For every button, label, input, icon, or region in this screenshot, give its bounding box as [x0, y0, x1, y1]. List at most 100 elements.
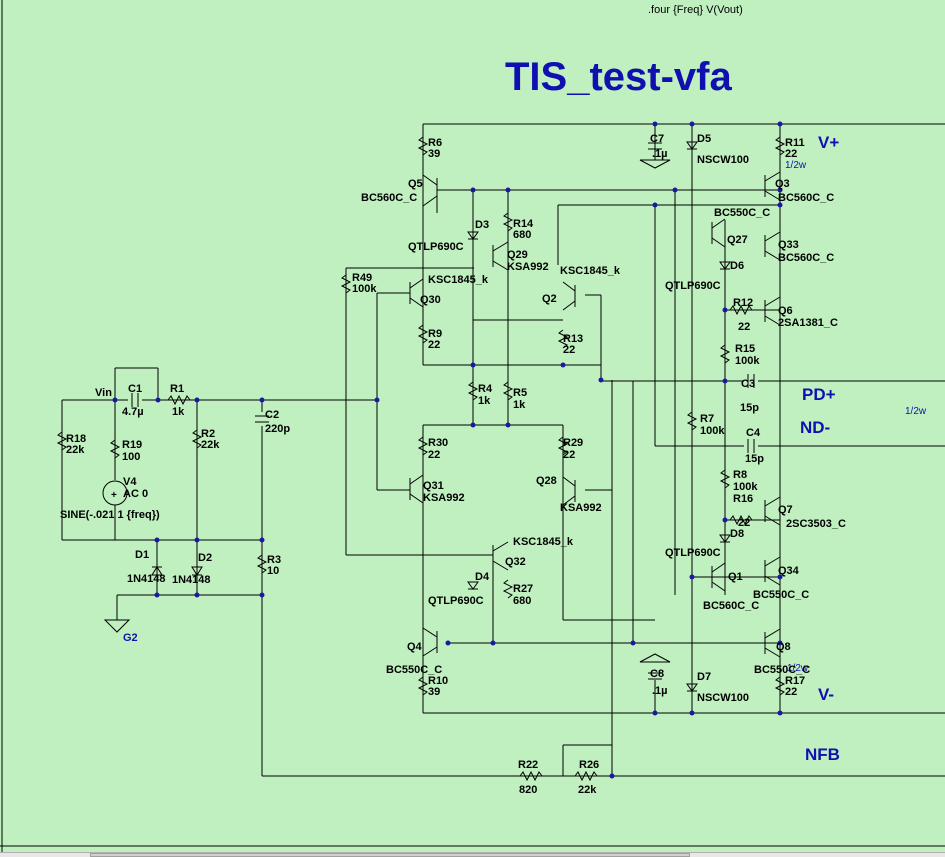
svg-text:R5: R5 [513, 387, 527, 399]
capacitor-symbols[interactable] [128, 142, 758, 680]
svg-text:Q29: Q29 [507, 249, 528, 261]
svg-text:22: 22 [563, 344, 575, 356]
svg-text:KSC1845_k: KSC1845_k [428, 274, 489, 286]
svg-text:KSC1845_k: KSC1845_k [513, 536, 574, 548]
svg-text:R49: R49 [352, 272, 372, 284]
source-v4-sine: SINE(-.021 1 {freq}) [60, 509, 160, 521]
svg-text:Q6: Q6 [778, 305, 793, 317]
svg-text:R14: R14 [513, 218, 534, 230]
svg-text:.1µ: .1µ [652, 148, 668, 160]
svg-text:820: 820 [519, 784, 537, 796]
svg-text:R26: R26 [579, 759, 599, 771]
power-note-1: 1/2w [785, 160, 807, 171]
svg-text:100k: 100k [735, 355, 760, 367]
svg-text:Q27: Q27 [727, 234, 748, 246]
svg-text:NSCW100: NSCW100 [697, 154, 749, 166]
svg-text:22: 22 [738, 517, 750, 529]
svg-text:KSA992: KSA992 [560, 502, 602, 514]
svg-text:QTLP690C: QTLP690C [428, 595, 484, 607]
junction-dots [112, 121, 783, 779]
svg-text:22: 22 [785, 686, 797, 698]
svg-text:D6: D6 [730, 260, 744, 272]
svg-text:C2: C2 [265, 409, 279, 421]
net-label-g2: G2 [123, 632, 138, 644]
svg-text:R27: R27 [513, 583, 533, 595]
net-label-pdplus: PD+ [802, 385, 836, 404]
svg-text:22: 22 [785, 148, 797, 160]
signal-source-symbol[interactable]: + [102, 480, 128, 506]
svg-text:R12: R12 [733, 297, 753, 309]
svg-text:22k: 22k [201, 439, 220, 451]
svg-text:D1: D1 [135, 549, 149, 561]
right-output-column[interactable] [632, 124, 781, 713]
svg-text:Q7: Q7 [778, 504, 793, 516]
svg-text:R11: R11 [785, 137, 805, 149]
diode-symbols[interactable] [151, 141, 731, 692]
svg-text:KSA992: KSA992 [423, 492, 465, 504]
svg-text:Q4: Q4 [407, 641, 423, 653]
horizontal-scrollbar[interactable] [0, 852, 945, 857]
svg-text:R13: R13 [563, 333, 583, 345]
svg-text:15p: 15p [740, 402, 759, 414]
svg-text:C8: C8 [650, 668, 664, 680]
svg-text:680: 680 [513, 595, 531, 607]
ground-symbol[interactable] [103, 619, 131, 633]
transistor-symbols[interactable] [409, 171, 781, 658]
svg-text:22: 22 [738, 321, 750, 333]
net-label-vin: Vin [95, 387, 112, 399]
power-note-3: 1/2w [787, 663, 809, 674]
net-label-vplus: V+ [818, 133, 839, 152]
svg-text:R3: R3 [267, 554, 281, 566]
svg-text:Q8: Q8 [776, 641, 791, 653]
svg-text:R8: R8 [733, 469, 747, 481]
power-note-2: 1/2w [905, 406, 927, 417]
svg-text:Q31: Q31 [423, 480, 444, 492]
svg-text:D2: D2 [198, 552, 212, 564]
svg-text:22: 22 [428, 449, 440, 461]
svg-text:100k: 100k [700, 425, 725, 437]
svg-text:R30: R30 [428, 437, 448, 449]
svg-text:.1µ: .1µ [652, 685, 668, 697]
capacitor-labels: C1 4.7µ C2 220p C3 15p C4 15p C7 .1µ C8 … [122, 133, 764, 697]
diode-labels: D1 1N4148 D2 1N4148 D3 QTLP690C D4 QTLP6… [127, 133, 749, 704]
left-vas-column[interactable] [345, 124, 780, 776]
net-label-vminus: V- [818, 685, 834, 704]
svg-text:100: 100 [122, 451, 140, 463]
svg-text:BC560C_C: BC560C_C [778, 252, 834, 264]
svg-text:22: 22 [563, 449, 575, 461]
spice-directive[interactable]: .four {Freq} V(Vout) [648, 4, 743, 16]
svg-text:D7: D7 [697, 671, 711, 683]
svg-text:R19: R19 [122, 439, 142, 451]
svg-text:680: 680 [513, 229, 531, 241]
svg-text:Q2: Q2 [542, 293, 557, 305]
svg-text:22k: 22k [66, 444, 85, 456]
svg-text:R15: R15 [735, 343, 755, 355]
transistor-labels: Q1 BC560C_C Q2 KSC1845_k Q3 BC560C_C Q4 … [361, 178, 846, 676]
svg-text:QTLP690C: QTLP690C [408, 241, 464, 253]
svg-text:R9: R9 [428, 328, 442, 340]
svg-text:100k: 100k [352, 283, 377, 295]
svg-text:C3: C3 [741, 378, 755, 390]
net-label-nfb: NFB [805, 745, 840, 764]
svg-text:22: 22 [428, 339, 440, 351]
svg-text:Q3: Q3 [775, 178, 790, 190]
svg-text:100k: 100k [733, 481, 758, 493]
svg-text:BC560C_C: BC560C_C [361, 192, 417, 204]
svg-text:2SA1381_C: 2SA1381_C [778, 317, 838, 329]
svg-text:2SC3503_C: 2SC3503_C [786, 518, 846, 530]
input-section[interactable] [61, 293, 378, 776]
svg-text:10: 10 [267, 565, 279, 577]
svg-text:C7: C7 [650, 133, 664, 145]
resistor-labels: R6 39 R1 1k R2 22k R3 10 R4 1k R5 1k R7 … [66, 137, 805, 796]
supply-rails[interactable] [262, 123, 945, 777]
svg-text:KSC1845_k: KSC1845_k [560, 265, 621, 277]
svg-text:Q33: Q33 [778, 239, 799, 251]
svg-text:1k: 1k [478, 395, 491, 407]
svg-text:D8: D8 [730, 528, 744, 540]
resistor-symbols[interactable] [56, 136, 786, 782]
svg-text:220p: 220p [265, 423, 290, 435]
scrollbar-thumb[interactable] [90, 853, 690, 857]
svg-text:R1: R1 [170, 383, 184, 395]
